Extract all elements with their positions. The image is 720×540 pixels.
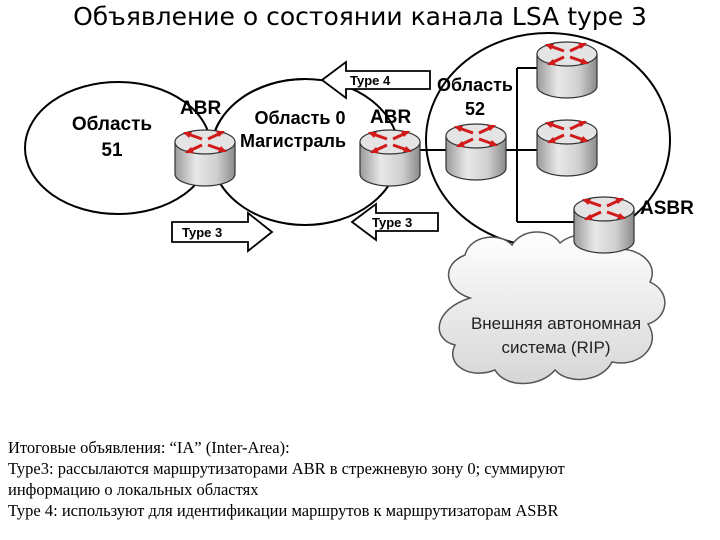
arrow-type4-label: Type 4 <box>350 73 391 88</box>
external-as-cloud <box>438 231 666 385</box>
area-52-label-line2: 52 <box>465 99 485 119</box>
caption-line-2: Type3: рассылаются маршрутизаторами ABR … <box>8 459 565 478</box>
abr-right-label: ABR <box>370 107 411 128</box>
router-area52-top-icon <box>535 40 599 100</box>
router-abr-left-icon <box>173 128 237 188</box>
router-area52-mid-icon <box>535 118 599 178</box>
caption-line-4: Type 4: используют для идентификации мар… <box>8 501 559 520</box>
caption-line-1: Итоговые объявления: “IA” (Inter-Area): <box>8 438 290 457</box>
arrow-type3-left: Type 3 <box>171 211 274 253</box>
arrow-type3-right: Type 3 <box>350 202 439 242</box>
area-51-label-line2: 51 <box>101 140 123 161</box>
arrow-type3-right-label: Type 3 <box>372 215 412 230</box>
caption: Итоговые объявления: “IA” (Inter-Area): … <box>8 437 716 521</box>
router-asbr-icon <box>572 195 636 255</box>
asbr-label: ASBR <box>640 198 694 219</box>
router-abr-right-icon <box>358 128 422 188</box>
slide-title: Объявление о состоянии канала LSA type 3 <box>73 2 647 31</box>
area-0-label-line2: Магистраль <box>240 131 346 151</box>
abr-left-label: ABR <box>180 98 221 119</box>
area-51-label-line1: Область <box>72 114 152 135</box>
area-52-label-line1: Область <box>437 75 513 95</box>
area-0-label-line1: Область 0 <box>254 108 345 128</box>
cloud-label-line2: система (RIP) <box>501 338 610 357</box>
router-area52-left-icon <box>444 122 508 182</box>
ospf-lsa-diagram: Type 4 Type 3 Type 3 Область 51 Область … <box>24 32 694 385</box>
arrow-type3-left-label: Type 3 <box>182 225 222 240</box>
caption-line-3: информацию о локальных областях <box>8 480 259 499</box>
arrow-type4: Type 4 <box>320 60 431 100</box>
cloud-label-line1: Внешняя автономная <box>471 314 641 333</box>
